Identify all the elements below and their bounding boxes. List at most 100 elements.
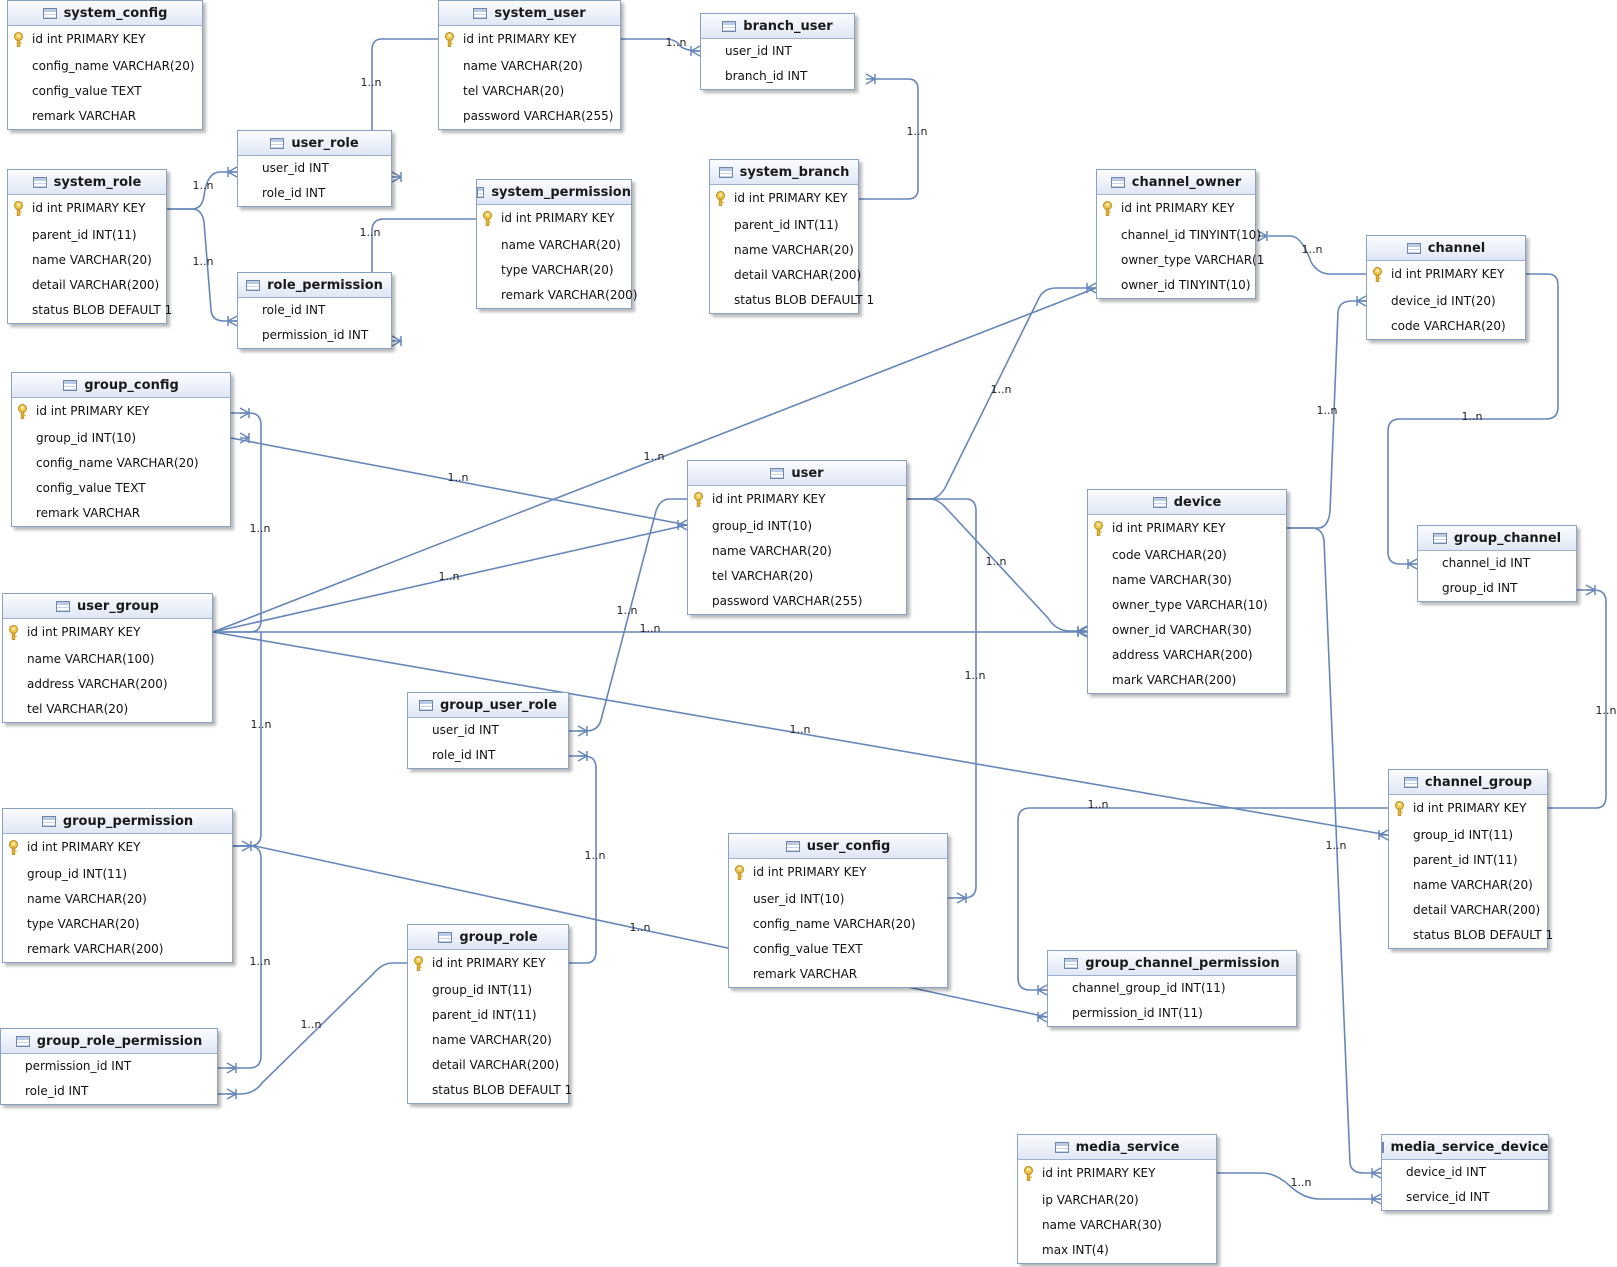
table-column[interactable]: parent_id INT(11) — [1389, 848, 1547, 873]
table-header[interactable]: media_service_device — [1381, 1135, 1548, 1160]
table-column[interactable]: name VARCHAR(30) — [1018, 1213, 1216, 1238]
table-header[interactable]: system_user — [439, 1, 620, 26]
table-column[interactable]: detail VARCHAR(200) — [408, 1053, 568, 1078]
table-column[interactable]: permission_id INT(11) — [1048, 1001, 1296, 1026]
table-column[interactable]: branch_id INT — [701, 64, 854, 89]
table-header[interactable]: group_channel — [1418, 526, 1576, 551]
primary-key-column[interactable]: id int PRIMARY KEY — [8, 195, 166, 223]
table-header[interactable]: channel_owner — [1097, 170, 1255, 195]
table-header[interactable]: user_config — [729, 834, 947, 859]
table-column[interactable]: permission_id INT — [1, 1054, 217, 1079]
table-column[interactable]: type VARCHAR(20) — [477, 258, 631, 283]
primary-key-column[interactable]: id int PRIMARY KEY — [3, 834, 232, 862]
primary-key-column[interactable]: id int PRIMARY KEY — [688, 486, 906, 514]
table-column[interactable]: role_id INT — [408, 743, 568, 768]
table-column[interactable]: password VARCHAR(255) — [688, 589, 906, 614]
table-header[interactable]: branch_user — [701, 14, 854, 39]
table-column[interactable]: name VARCHAR(20) — [1389, 873, 1547, 898]
table-column[interactable]: owner_id TINYINT(10) — [1097, 273, 1255, 298]
table-header[interactable]: group_config — [12, 373, 230, 398]
table-column[interactable]: remark VARCHAR — [729, 962, 947, 987]
table-column[interactable]: status BLOB DEFAULT 1 — [8, 298, 172, 323]
table-column[interactable]: status BLOB DEFAULT 1 — [710, 288, 874, 313]
table-column[interactable]: user_id INT — [408, 718, 568, 743]
table-header[interactable]: device — [1088, 490, 1286, 515]
table-column[interactable]: name VARCHAR(30) — [1088, 568, 1286, 593]
table-column[interactable]: code VARCHAR(20) — [1367, 314, 1525, 339]
table-column[interactable]: owner_id VARCHAR(30) — [1088, 618, 1286, 643]
primary-key-column[interactable]: id int PRIMARY KEY — [8, 26, 202, 54]
primary-key-column[interactable]: id int PRIMARY KEY — [729, 859, 947, 887]
table-column[interactable]: role_id INT — [238, 181, 391, 206]
table-column[interactable]: permission_id INT — [238, 323, 391, 348]
table-column[interactable]: remark VARCHAR(200) — [477, 283, 637, 308]
table-column[interactable]: group_id INT(11) — [1389, 823, 1547, 848]
table-header[interactable]: group_channel_permission — [1048, 951, 1296, 976]
table-column[interactable]: user_id INT — [701, 39, 854, 64]
primary-key-column[interactable]: id int PRIMARY KEY — [477, 205, 631, 233]
table-column[interactable]: owner_type VARCHAR(1 — [1097, 248, 1264, 273]
table-column[interactable]: user_id INT(10) — [729, 887, 947, 912]
table-header[interactable]: group_user_role — [408, 693, 568, 718]
table-column[interactable]: remark VARCHAR(200) — [3, 937, 232, 962]
primary-key-column[interactable]: id int PRIMARY KEY — [3, 619, 212, 647]
table-header[interactable]: user_group — [3, 594, 212, 619]
table-column[interactable]: group_id INT(10) — [688, 514, 906, 539]
table-column[interactable]: name VARCHAR(20) — [688, 539, 906, 564]
table-column[interactable]: tel VARCHAR(20) — [3, 697, 212, 722]
table-header[interactable]: system_role — [8, 170, 166, 195]
table-column[interactable]: name VARCHAR(20) — [477, 233, 631, 258]
table-column[interactable]: channel_id TINYINT(10) — [1097, 223, 1261, 248]
primary-key-column[interactable]: id int PRIMARY KEY — [1088, 515, 1286, 543]
table-column[interactable]: name VARCHAR(100) — [3, 647, 212, 672]
table-header[interactable]: channel — [1367, 236, 1525, 261]
table-column[interactable]: detail VARCHAR(200) — [8, 273, 166, 298]
table-column[interactable]: config_name VARCHAR(20) — [8, 54, 202, 79]
table-column[interactable]: role_id INT — [238, 298, 391, 323]
table-column[interactable]: status BLOB DEFAULT 1 — [408, 1078, 572, 1103]
table-column[interactable]: mark VARCHAR(200) — [1088, 668, 1286, 693]
table-column[interactable]: tel VARCHAR(20) — [688, 564, 906, 589]
table-column[interactable]: name VARCHAR(20) — [3, 887, 232, 912]
primary-key-column[interactable]: id int PRIMARY KEY — [408, 950, 568, 978]
table-column[interactable]: config_name VARCHAR(20) — [729, 912, 947, 937]
table-header[interactable]: media_service — [1018, 1135, 1216, 1160]
primary-key-column[interactable]: id int PRIMARY KEY — [12, 398, 230, 426]
table-column[interactable]: owner_type VARCHAR(10) — [1088, 593, 1286, 618]
table-column[interactable]: name VARCHAR(20) — [439, 54, 620, 79]
table-column[interactable]: device_id INT(20) — [1367, 289, 1525, 314]
table-header[interactable]: system_permission — [477, 180, 631, 205]
table-column[interactable]: config_value TEXT — [12, 476, 230, 501]
table-header[interactable]: channel_group — [1389, 770, 1547, 795]
table-column[interactable]: parent_id INT(11) — [408, 1003, 568, 1028]
table-column[interactable]: group_id INT(10) — [12, 426, 230, 451]
table-column[interactable]: parent_id INT(11) — [8, 223, 166, 248]
table-column[interactable]: detail VARCHAR(200) — [710, 263, 861, 288]
table-column[interactable]: tel VARCHAR(20) — [439, 79, 620, 104]
table-column[interactable]: config_value TEXT — [729, 937, 947, 962]
table-column[interactable]: ip VARCHAR(20) — [1018, 1188, 1216, 1213]
table-column[interactable]: service_id INT — [1382, 1185, 1548, 1210]
primary-key-column[interactable]: id int PRIMARY KEY — [439, 26, 620, 54]
table-column[interactable]: status BLOB DEFAULT 1 — [1389, 923, 1553, 948]
table-column[interactable]: group_id INT(11) — [408, 978, 568, 1003]
table-column[interactable]: name VARCHAR(20) — [408, 1028, 568, 1053]
table-column[interactable]: password VARCHAR(255) — [439, 104, 620, 129]
table-header[interactable]: group_role_permission — [1, 1029, 217, 1054]
table-column[interactable]: group_id INT(11) — [3, 862, 232, 887]
